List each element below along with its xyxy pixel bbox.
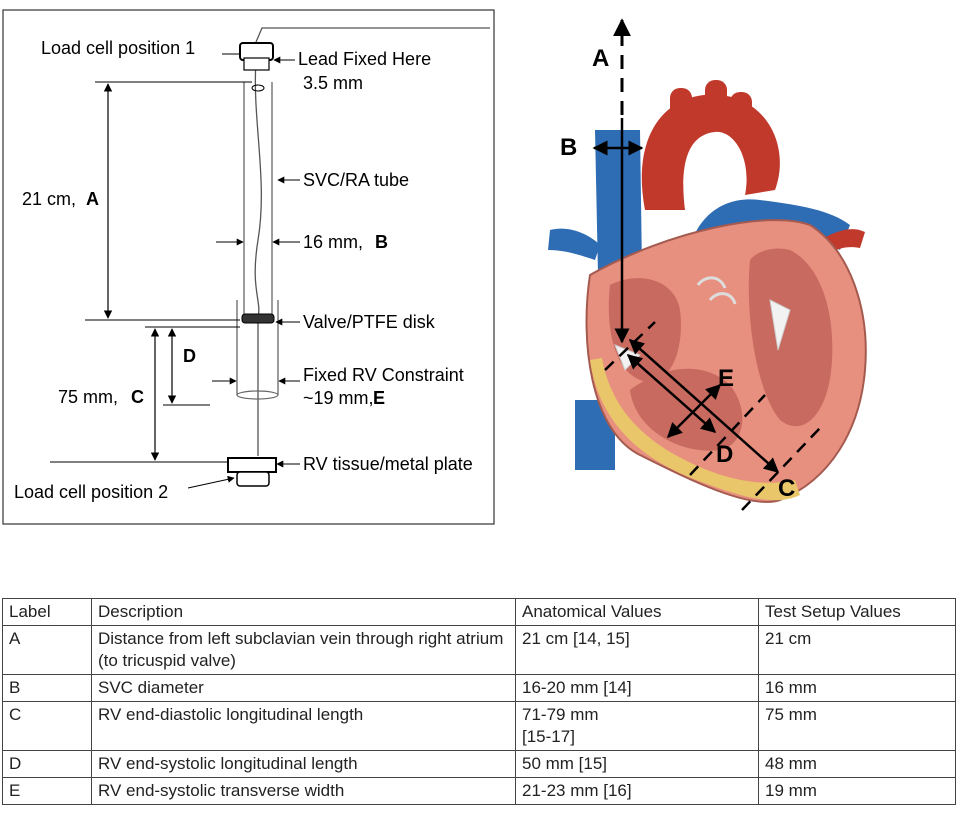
heart-label-a: A (592, 45, 609, 72)
dimension-e-letter: E (373, 388, 385, 408)
aortic-branch-2 (705, 80, 727, 120)
row-description: RV end-systolic transverse width (91, 777, 516, 805)
dimension-d-letter: D (183, 346, 196, 366)
dimension-c-value: 75 mm, (58, 387, 118, 407)
boundary-line-1 (604, 321, 656, 371)
table-header-row: Label Description Anatomical Values Test… (2, 598, 956, 626)
pulmonary-valve (696, 276, 727, 289)
svc-ra-tube (243, 82, 273, 320)
row-test: 16 mm (758, 674, 956, 702)
aortic-branch-3 (730, 92, 752, 130)
load-cell-2-label: Load cell position 2 (14, 482, 168, 502)
header-description: Description (91, 598, 516, 626)
rv-constraint-tube (236, 300, 279, 400)
rv-constraint-dimension: ~19 mm, (303, 388, 374, 408)
heart-label-d: D (716, 441, 733, 468)
boundary-line-2 (689, 394, 766, 476)
dimension-b-letter: B (375, 232, 388, 252)
table-row: D RV end-systolic longitudinal length 50… (2, 750, 956, 778)
row-test: 48 mm (758, 750, 956, 778)
row-description: SVC diameter (91, 674, 516, 702)
heart-label-c: C (778, 475, 795, 502)
heart-label-e: E (718, 365, 734, 392)
table-row: C RV end-diastolic longitudinal length 7… (2, 701, 956, 751)
table-row: E RV end-systolic transverse width 21-23… (2, 777, 956, 805)
row-test: 75 mm (758, 701, 956, 751)
lead-fixed-label: Lead Fixed Here (298, 49, 431, 69)
svc-tube-label: SVC/RA tube (303, 170, 409, 190)
rv-tissue-label: RV tissue/metal plate (303, 454, 473, 474)
superior-vena-cava (595, 130, 642, 275)
lead-fixed-dimension: 3.5 mm (303, 73, 363, 93)
dimension-a-value: 21 cm, (22, 189, 76, 209)
heart-label-b: B (560, 134, 577, 161)
dimension-e-arrow (666, 383, 722, 439)
row-label: B (2, 674, 92, 702)
rv-constraint-label: Fixed RV Constraint (303, 365, 464, 385)
valve-ptfe-disk (241, 313, 275, 324)
test-setup-schematic: Load cell position 1 Lead Fixed Here 3.5… (2, 9, 495, 525)
load-cell-2 (227, 457, 277, 487)
header-label: Label (2, 598, 92, 626)
aortic-valve (708, 292, 737, 305)
row-anatomical: 71-79 mm[15-17] (515, 701, 759, 751)
row-label: D (2, 750, 92, 778)
heart-illustration: A B E D C (548, 18, 867, 511)
row-test: 21 cm (758, 625, 956, 675)
row-test: 19 mm (758, 777, 956, 805)
row-anatomical: 21-23 mm [16] (515, 777, 759, 805)
row-anatomical: 16-20 mm [14] (515, 674, 759, 702)
table-row: B SVC diameter 16-20 mm [14] 16 mm (2, 674, 956, 702)
pacing-lead (254, 27, 490, 456)
valve-disk-label: Valve/PTFE disk (303, 312, 436, 332)
row-label: E (2, 777, 92, 805)
row-label: A (2, 625, 92, 675)
header-anatomical: Anatomical Values (515, 598, 759, 626)
dimension-b-value: 16 mm, (303, 232, 363, 252)
load-cell-1-label: Load cell position 1 (41, 38, 195, 58)
parameters-table: Label Description Anatomical Values Test… (2, 598, 956, 805)
mitral-valve (769, 299, 791, 351)
table-row: A Distance from left subclavian vein thr… (2, 625, 956, 675)
row-description: RV end-diastolic longitudinal length (91, 701, 516, 751)
header-test-setup: Test Setup Values (758, 598, 956, 626)
dimension-a-letter: A (86, 189, 99, 209)
dimension-c-letter: C (131, 387, 144, 407)
load-cell-1 (239, 42, 274, 71)
row-anatomical: 21 cm [14, 15] (515, 625, 759, 675)
schematic-frame (2, 9, 495, 525)
row-description: Distance from left subclavian vein throu… (91, 625, 516, 675)
row-label: C (2, 701, 92, 751)
row-anatomical: 50 mm [15] (515, 750, 759, 778)
pulmonary-veins-left (548, 228, 600, 260)
row-description: RV end-systolic longitudinal length (91, 750, 516, 778)
aortic-branch-1 (670, 88, 692, 128)
